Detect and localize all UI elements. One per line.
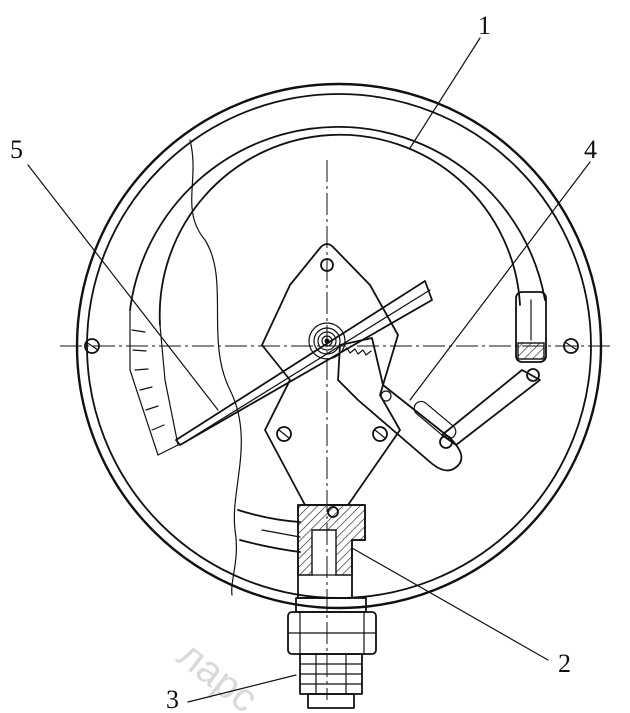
hairspring	[308, 322, 346, 360]
case-screw-right	[563, 338, 579, 354]
movement-frame	[261, 243, 401, 506]
callout-5: 5	[10, 135, 23, 164]
bourdon-tube	[129, 126, 546, 456]
tube-end-socket	[515, 291, 547, 363]
leader-line-3	[187, 674, 297, 703]
break-line	[189, 139, 242, 596]
callout-3: 3	[166, 685, 179, 713]
callout-4: 4	[584, 135, 597, 164]
callout-1: 1	[478, 11, 491, 40]
watermark-text: ларс	[169, 632, 265, 713]
callout-2: 2	[558, 649, 571, 678]
frame-screw-top	[320, 258, 334, 272]
pointer-needle	[175, 280, 433, 446]
leader-line-4	[409, 161, 591, 401]
leader-line-5	[27, 164, 219, 411]
hex-nut-and-thread	[287, 597, 377, 709]
linkage-rod	[439, 368, 541, 449]
frame-screw-left	[276, 426, 292, 442]
leader-line-1	[409, 37, 481, 149]
frame-screw-right	[372, 426, 388, 442]
leader-line-2	[351, 547, 549, 661]
case-screw-left	[84, 338, 100, 354]
sector-lever	[337, 337, 463, 472]
